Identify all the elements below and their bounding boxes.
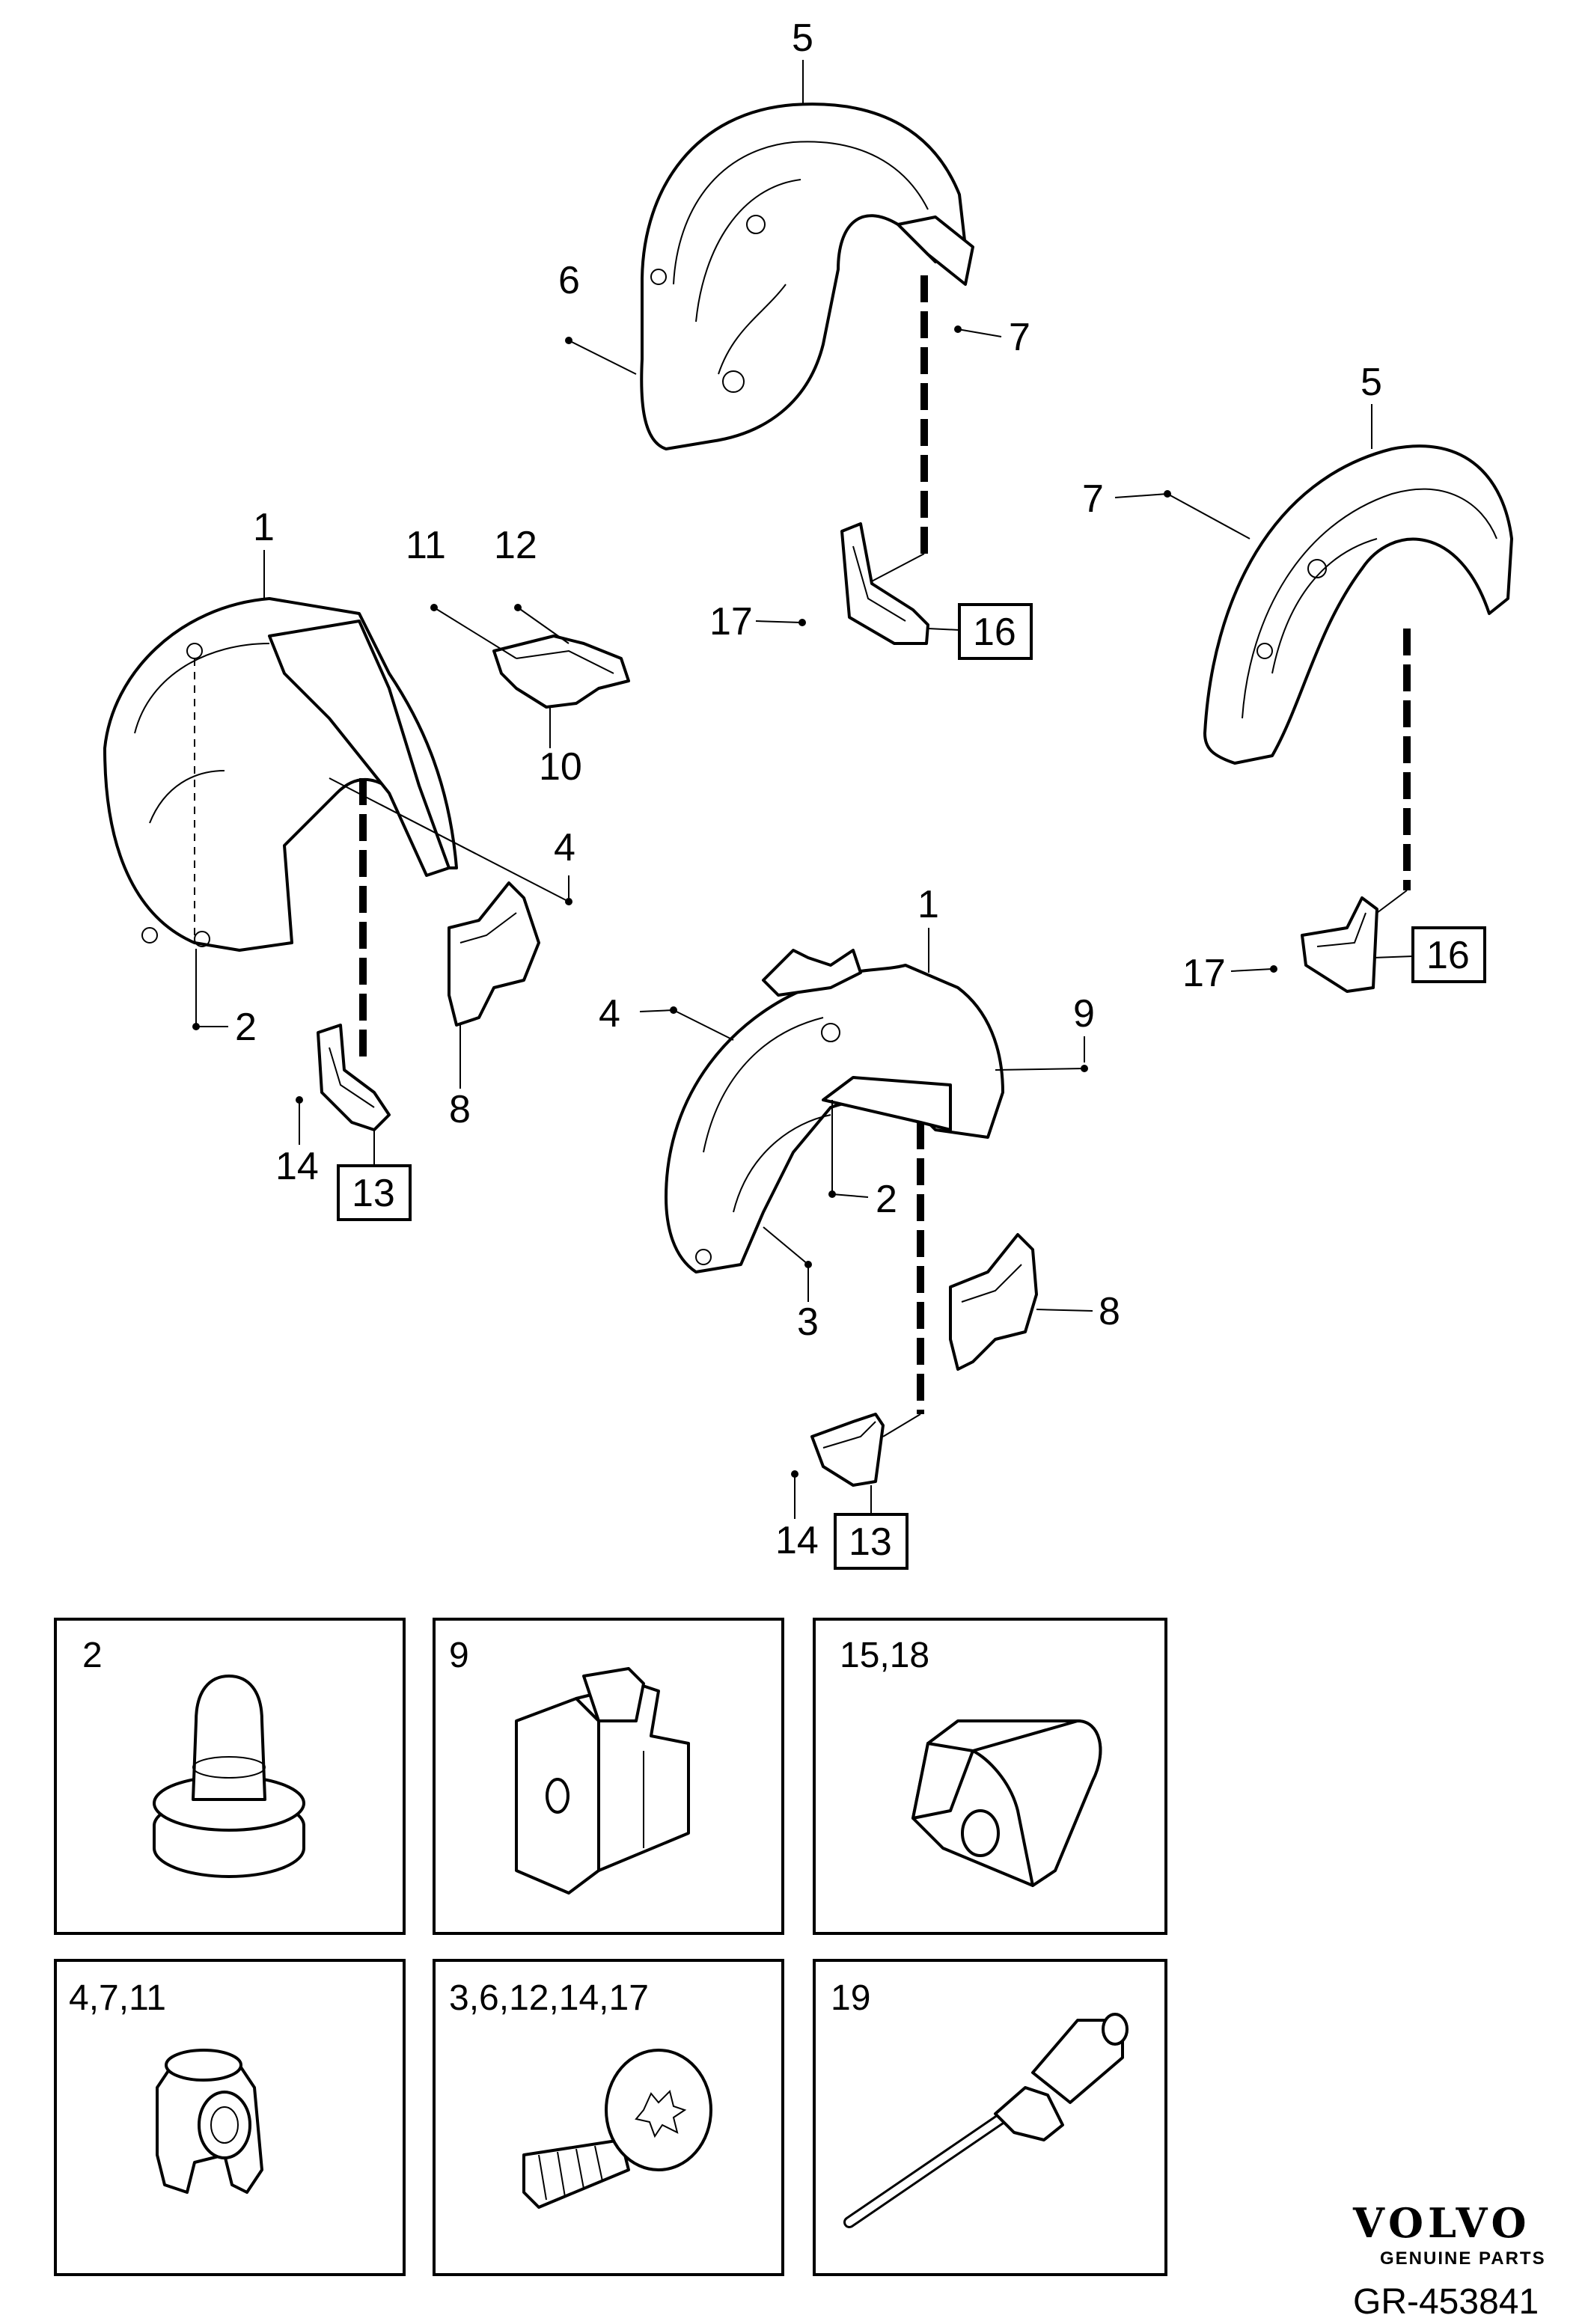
mudflap-front-left	[317, 1024, 391, 1131]
bracket-clip-icon	[911, 1719, 1102, 1887]
callout: 16	[973, 611, 1016, 654]
fastener-label: 2	[82, 1636, 103, 1675]
fastener-box-expanding-nut: 4,7,11	[54, 1959, 406, 2276]
callout-box	[1411, 926, 1486, 983]
callout: 1	[917, 883, 939, 926]
callout: 9	[1073, 992, 1095, 1036]
fastener-box-blind-rivet: 19	[813, 1959, 1167, 2276]
callout-box	[958, 603, 1033, 660]
fastener-label: 3,6,12,14,17	[449, 1978, 649, 2018]
callout: 6	[558, 259, 580, 302]
mudflap-front-right	[810, 1413, 885, 1487]
callout: 12	[494, 524, 537, 567]
callout: 11	[406, 524, 446, 567]
callout: 14	[775, 1519, 819, 1562]
diagram-reference: GR-453841	[1353, 2282, 1539, 2322]
callout: 13	[352, 1172, 395, 1215]
clip-nut-icon	[515, 1667, 690, 1895]
callout: 8	[449, 1088, 471, 1131]
callout: 8	[1099, 1290, 1120, 1333]
callout: 4	[599, 992, 620, 1036]
fastener-label: 9	[449, 1636, 469, 1675]
callout: 13	[849, 1520, 892, 1564]
rear-wheel-arch-liner-right	[1203, 444, 1513, 765]
torx-screw-icon	[522, 2049, 712, 2209]
bracket-part-8-left	[448, 881, 540, 1027]
fastener-label: 4,7,11	[69, 1978, 166, 2018]
push-rivet-icon	[153, 1675, 305, 1878]
callout: 17	[709, 600, 753, 643]
callout: 5	[792, 16, 813, 60]
volvo-logo: VOLVO GENUINE PARTS	[1352, 2199, 1546, 2269]
bracket-part-10	[492, 634, 630, 709]
fastener-box-bracket-clip: 15,18	[813, 1618, 1167, 1935]
callout: 7	[1009, 316, 1030, 359]
front-wheel-arch-liner-right	[665, 949, 1004, 1273]
callout-box	[337, 1164, 412, 1221]
callout: 2	[235, 1006, 257, 1049]
callout: 4	[554, 826, 575, 869]
callout: 14	[275, 1145, 319, 1188]
brand-name: VOLVO	[1352, 2199, 1531, 2247]
fastener-label: 19	[831, 1978, 870, 2018]
callout: 3	[797, 1300, 819, 1344]
callout: 10	[539, 745, 582, 789]
callout: 16	[1426, 934, 1470, 977]
fastener-label: 15,18	[840, 1636, 929, 1675]
callout: 7	[1082, 477, 1104, 521]
mudflap-rear-right	[1301, 896, 1378, 993]
expanding-nut-icon	[156, 2049, 263, 2194]
callout: 1	[253, 506, 275, 549]
brand-tagline: GENUINE PARTS	[1380, 2248, 1546, 2269]
mudflap-rear-top	[840, 522, 929, 645]
front-wheel-arch-liner-left	[103, 597, 458, 952]
callout: 5	[1361, 361, 1382, 404]
rear-wheel-arch-liner-top	[640, 103, 974, 450]
bracket-part-8-right	[949, 1233, 1038, 1371]
fastener-box-push-rivet: 2	[54, 1618, 406, 1935]
blind-rivet-icon	[843, 2013, 1129, 2228]
fastener-box-clip-nut: 9	[433, 1618, 784, 1935]
fastener-box-torx-screw: 3,6,12,14,17	[433, 1959, 784, 2276]
callout: 17	[1182, 952, 1226, 995]
callout: 2	[876, 1178, 897, 1221]
